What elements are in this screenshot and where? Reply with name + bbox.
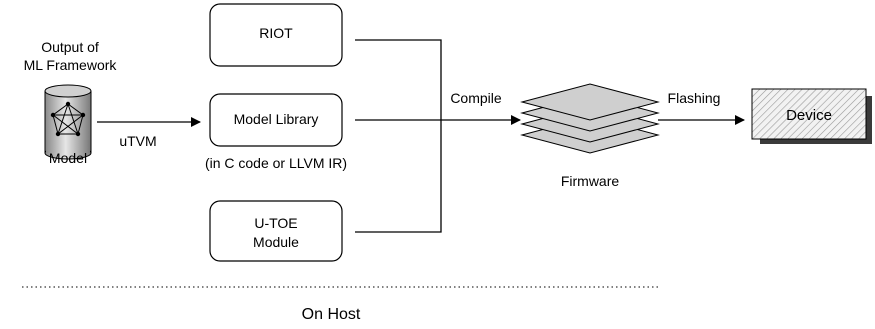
device-label: Device bbox=[786, 107, 832, 124]
compile-connectors bbox=[355, 39, 442, 233]
utoe-label-line2: Module bbox=[253, 234, 299, 250]
model-database-icon bbox=[44, 84, 92, 160]
utvm-label: uTVM bbox=[119, 133, 156, 149]
model-label: Model bbox=[49, 150, 87, 166]
firmware-label: Firmware bbox=[561, 173, 620, 189]
device-box bbox=[751, 88, 872, 144]
compile-label: Compile bbox=[450, 90, 502, 106]
utoe-label-line1: U-TOE bbox=[254, 215, 297, 231]
host-label: On Host bbox=[302, 306, 361, 323]
riot-box bbox=[209, 3, 343, 67]
model-library-label: Model Library bbox=[234, 111, 319, 127]
flashing-label: Flashing bbox=[668, 90, 721, 106]
riot-label: RIOT bbox=[259, 25, 293, 41]
source-caption-line2: ML Framework bbox=[24, 57, 118, 73]
utoe-module-box bbox=[209, 200, 343, 262]
neural-network-icon bbox=[50, 101, 86, 137]
firmware-layers-icon bbox=[520, 83, 660, 154]
model-library-box bbox=[209, 93, 343, 147]
source-caption-line1: Output of bbox=[41, 39, 99, 55]
model-library-note: (in C code or LLVM IR) bbox=[205, 155, 347, 171]
